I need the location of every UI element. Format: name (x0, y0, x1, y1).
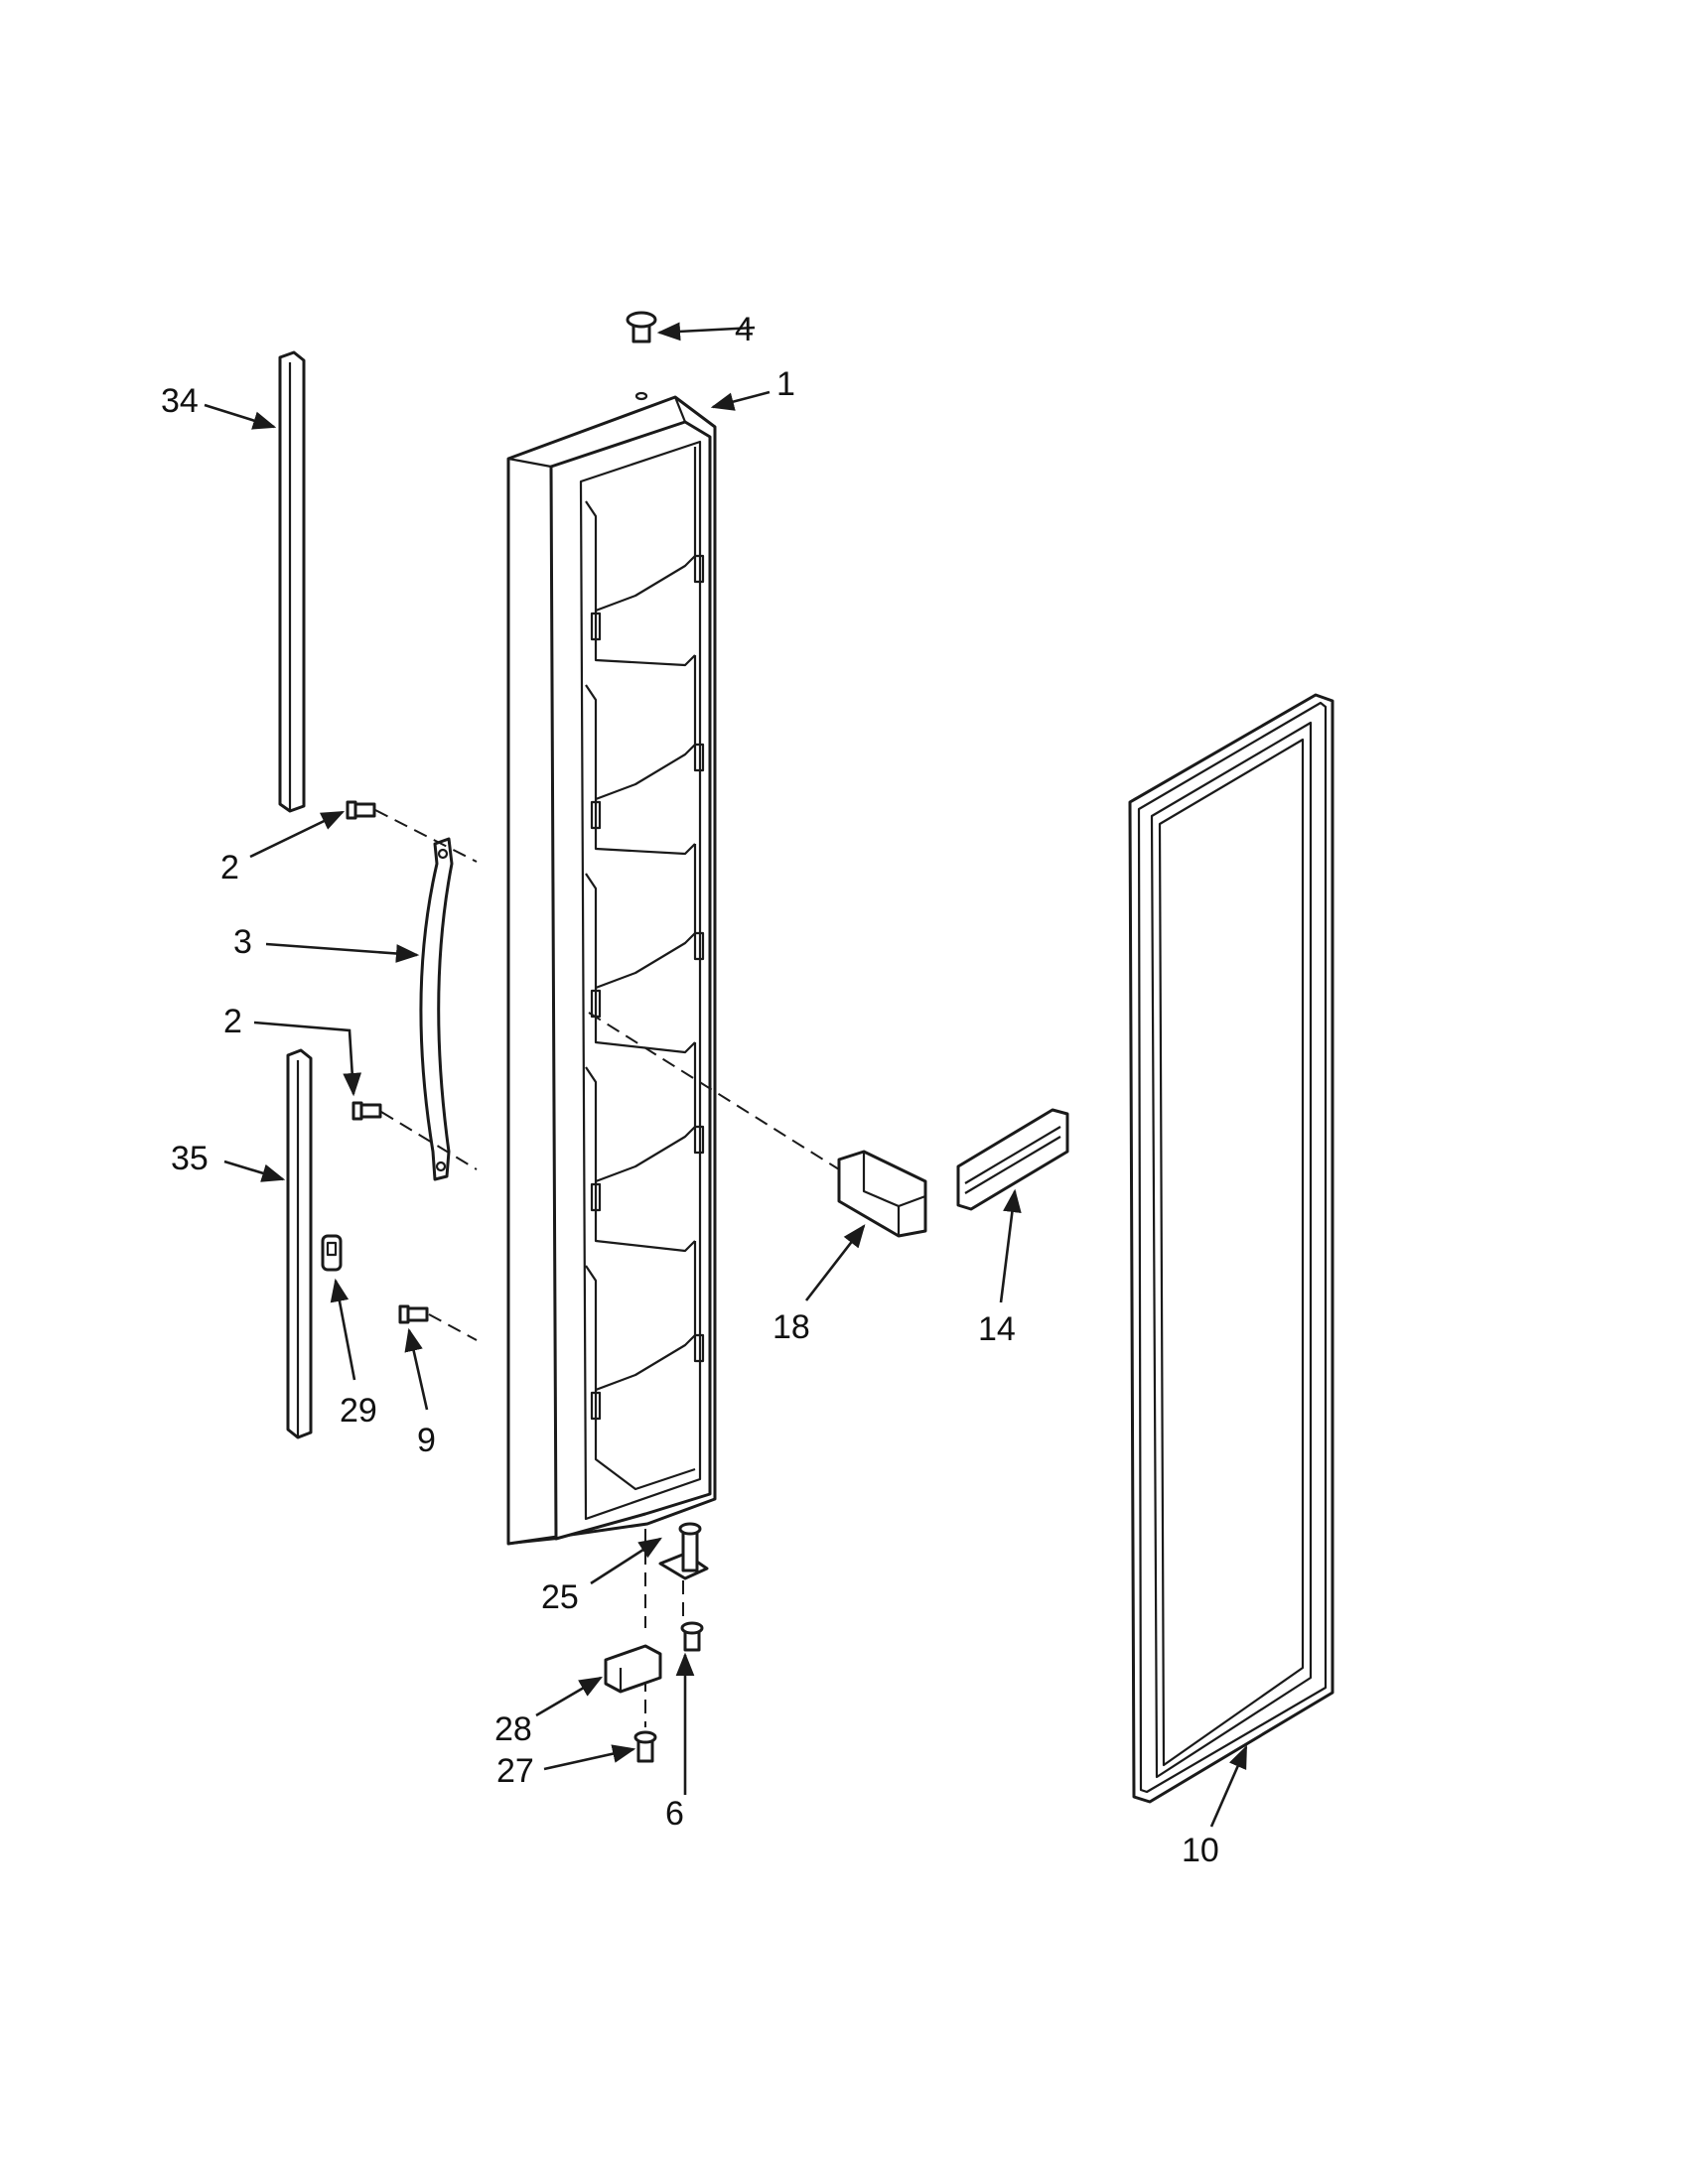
hinge-block-28 (604, 1644, 662, 1694)
callout-4: 4 (735, 311, 754, 348)
screw-6 (680, 1621, 704, 1652)
shelf-bracket-18 (837, 1150, 927, 1238)
handle-screw-upper (346, 800, 376, 820)
callout-3: 3 (233, 923, 252, 961)
rail-14 (956, 1108, 1069, 1211)
door-gasket-10 (1128, 693, 1334, 1804)
trim-strip-upper (278, 350, 306, 813)
top-hinge-bushing (626, 311, 657, 343)
callout-27: 27 (496, 1752, 534, 1790)
callout-2-upper: 2 (220, 849, 239, 887)
callout-35: 35 (171, 1140, 209, 1177)
callout-1: 1 (776, 365, 795, 403)
callout-9: 9 (417, 1422, 436, 1459)
callout-28: 28 (494, 1710, 532, 1748)
trim-strip-lower (286, 1048, 313, 1439)
callout-29: 29 (340, 1392, 377, 1430)
callout-10: 10 (1182, 1832, 1219, 1869)
clip-29 (321, 1234, 343, 1272)
screw-27 (633, 1730, 657, 1763)
hinge-25 (658, 1522, 709, 1580)
door-handle (419, 837, 454, 1181)
callout-25: 25 (541, 1578, 579, 1616)
screw-9 (398, 1304, 429, 1324)
door-bins (585, 447, 705, 1491)
callout-2-lower: 2 (223, 1003, 242, 1040)
callout-18: 18 (772, 1308, 810, 1346)
door-assembly (506, 391, 717, 1546)
leader-lines (204, 322, 1248, 1828)
callout-34: 34 (161, 382, 199, 420)
callout-14: 14 (978, 1310, 1016, 1348)
callout-6: 6 (665, 1795, 684, 1833)
handle-screw-lower (351, 1101, 382, 1121)
